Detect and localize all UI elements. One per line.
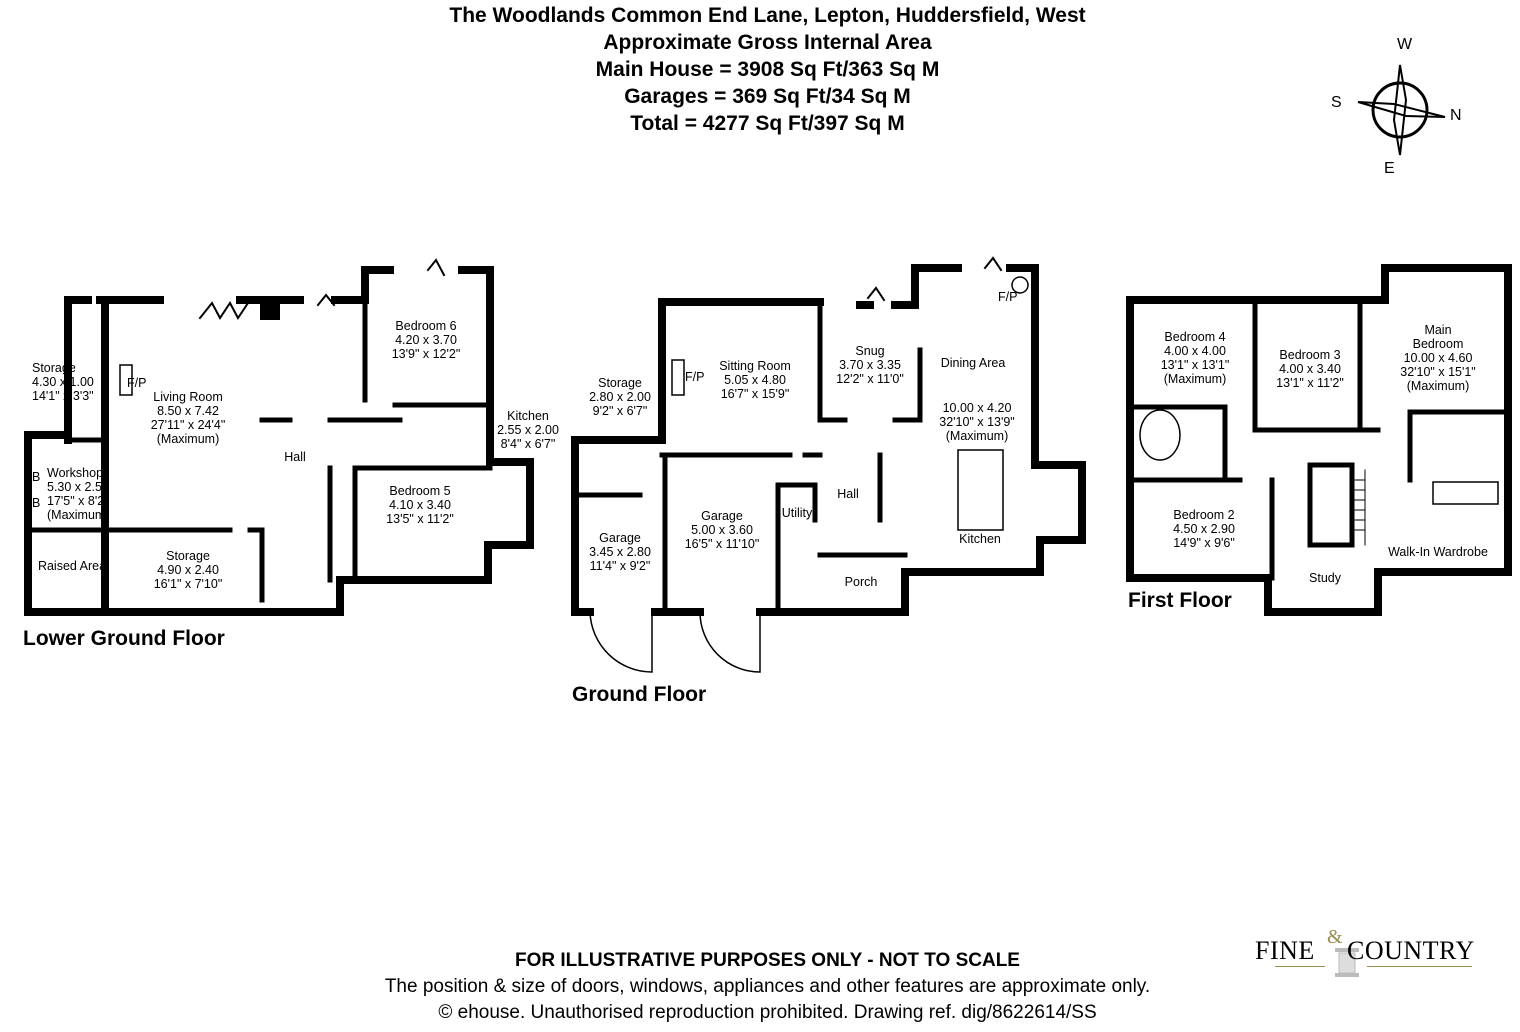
plan-footer: FOR ILLUSTRATIVE PURPOSES ONLY - NOT TO … bbox=[0, 948, 1520, 1026]
lg-fireplace bbox=[119, 364, 133, 396]
boiler-label: B bbox=[32, 496, 41, 510]
gf-stove-label: F/P bbox=[998, 290, 1018, 304]
room-utility: Utility bbox=[781, 506, 813, 520]
ff-staircase bbox=[1351, 469, 1366, 546]
gf-garage-doors bbox=[589, 611, 761, 673]
compass-ring bbox=[1371, 81, 1429, 139]
plan-header: The Woodlands Common End Lane, Lepton, H… bbox=[0, 2, 1520, 137]
fine-country-logo: FINE & COUNTRY bbox=[1255, 926, 1485, 980]
room-dining: Dining Area bbox=[940, 356, 1006, 370]
lg-bifold-doors bbox=[198, 258, 446, 320]
floor-label-lower-ground: Lower Ground Floor bbox=[23, 627, 225, 650]
compass-north: N bbox=[1450, 107, 1462, 124]
approximation-note: The position & size of doors, windows, a… bbox=[384, 976, 1151, 997]
room-raised-area: Raised Area bbox=[37, 559, 107, 573]
gf-stove bbox=[1011, 276, 1029, 294]
garages-area: Garages = 369 Sq Ft/34 Sq M bbox=[624, 85, 911, 108]
gf-fp-label: F/P bbox=[685, 370, 705, 384]
area-subtitle: Approximate Gross Internal Area bbox=[603, 31, 932, 54]
room-porch: Porch bbox=[844, 575, 878, 589]
room-lg-hall: Hall bbox=[284, 450, 306, 464]
gf-outer-wall bbox=[571, 264, 1086, 616]
room-study: Study bbox=[1309, 571, 1341, 585]
gf-kitchen-island bbox=[957, 449, 1004, 531]
main-house-area: Main House = 3908 Sq Ft/363 Sq M bbox=[595, 58, 940, 81]
room-gf-kitchen: Kitchen bbox=[959, 532, 1001, 546]
ff-outer-wall bbox=[1126, 264, 1512, 616]
copyright: © ehouse. Unauthorised reproduction proh… bbox=[438, 1002, 1097, 1023]
room-walk-in-wardrobe: Walk-In Wardrobe bbox=[1388, 545, 1488, 559]
room-gf-hall: Hall bbox=[837, 487, 859, 501]
lg-inner-walls bbox=[25, 267, 493, 603]
floor-label-ground: Ground Floor bbox=[572, 683, 707, 706]
disclaimer: FOR ILLUSTRATIVE PURPOSES ONLY - NOT TO … bbox=[515, 950, 1020, 971]
ff-corner-bath bbox=[1139, 409, 1181, 461]
total-area: Total = 4277 Sq Ft/397 Sq M bbox=[630, 112, 905, 135]
lg-fp-label: F/P bbox=[127, 376, 147, 390]
gf-inner-walls bbox=[572, 299, 923, 615]
gf-fireplace bbox=[671, 359, 685, 396]
compass-west: W bbox=[1397, 36, 1413, 53]
boiler-label: B bbox=[32, 470, 41, 484]
ff-bath bbox=[1432, 481, 1499, 505]
property-title: The Woodlands Common End Lane, Lepton, H… bbox=[449, 4, 1086, 27]
pillar-icon bbox=[1335, 948, 1359, 977]
compass-needles bbox=[1357, 64, 1446, 156]
compass-south: S bbox=[1331, 94, 1342, 111]
floor-label-first: First Floor bbox=[1128, 589, 1232, 612]
compass-east: E bbox=[1384, 160, 1395, 177]
